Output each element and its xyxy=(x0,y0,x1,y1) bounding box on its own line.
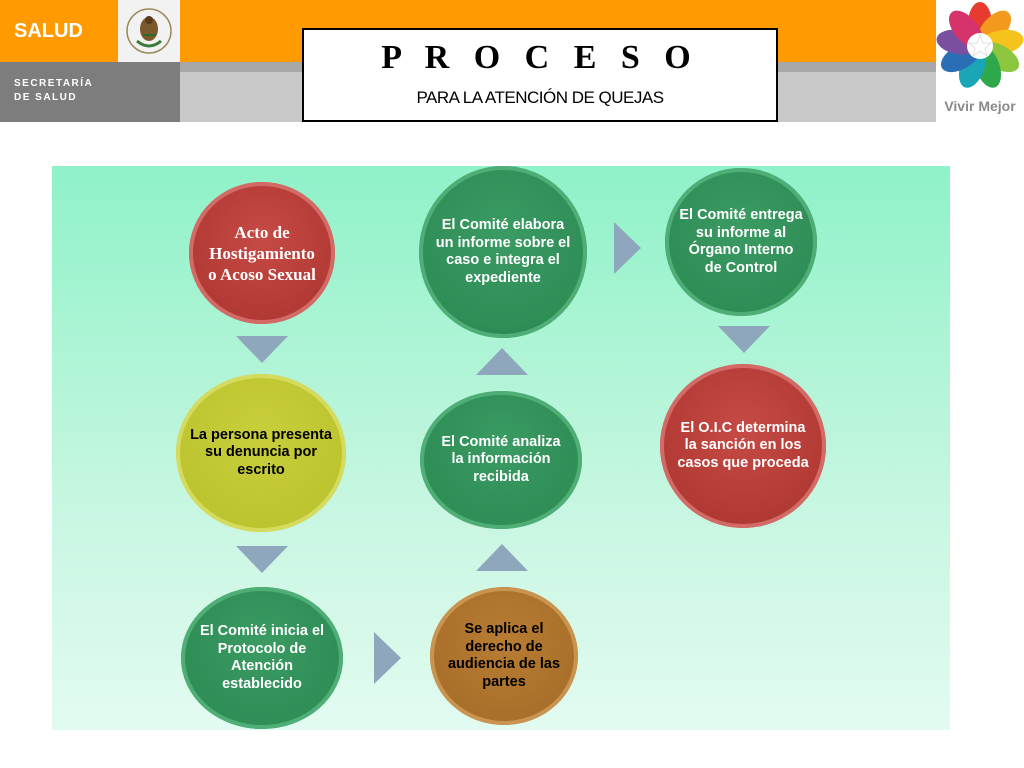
step-8-circle: El O.I.C determina la sanción en los cas… xyxy=(660,364,826,528)
mexican-coat-of-arms-icon xyxy=(118,0,180,62)
salud-logo: SALUD SECRETARÍA DE SALUD xyxy=(0,0,180,122)
process-diagram: Acto de Hostigamiento o Acoso Sexual La … xyxy=(52,166,950,730)
arrow-right-icon xyxy=(614,222,641,274)
step-4-circle: Se aplica el derecho de audiencia de las… xyxy=(430,587,578,725)
step-7-circle: El Comité entrega su informe al Órgano I… xyxy=(665,168,817,316)
step-2-text: La persona presenta su denuncia por escr… xyxy=(190,426,332,478)
step-8-text: El O.I.C determina la sanción en los cas… xyxy=(677,419,809,471)
vivir-mejor-logo: Vivir Mejor xyxy=(936,0,1024,122)
step-5-text: El Comité analiza la información recibid… xyxy=(441,433,561,485)
salud-brand: SALUD xyxy=(0,0,118,62)
step-5-circle: El Comité analiza la información recibid… xyxy=(420,391,582,529)
step-7-text: El Comité entrega su informe al Órgano I… xyxy=(679,207,803,276)
agency-line2: DE SALUD xyxy=(14,92,78,103)
step-3-text: El Comité inicia el Protocolo de Atenció… xyxy=(199,623,325,692)
step-1-circle: Acto de Hostigamiento o Acoso Sexual xyxy=(189,182,335,324)
step-4-text: Se aplica el derecho de audiencia de las… xyxy=(447,621,561,690)
page-title: P R O C E S O xyxy=(381,39,699,76)
step-6-circle: El Comité elabora un informe sobre el ca… xyxy=(419,166,587,338)
arrow-down-icon xyxy=(236,336,288,363)
arrow-up-icon xyxy=(476,544,528,571)
vivir-mejor-text: Vivir Mejor xyxy=(944,98,1016,114)
secretaria-de-salud-label: SECRETARÍA DE SALUD xyxy=(0,62,180,122)
arrow-up-icon xyxy=(476,348,528,375)
arrow-down-icon xyxy=(718,326,770,353)
agency-line1: SECRETARÍA xyxy=(14,78,94,89)
step-2-circle: La persona presenta su denuncia por escr… xyxy=(176,374,346,532)
page-subtitle: PARA LA ATENCIÓN DE QUEJAS xyxy=(416,88,664,107)
step-3-circle: El Comité inicia el Protocolo de Atenció… xyxy=(181,587,343,729)
vivir-mejor-flower-icon xyxy=(936,2,1024,88)
title-box: P R O C E S O PARA LA ATENCIÓN DE QUEJAS xyxy=(302,28,778,122)
arrow-right-icon xyxy=(374,632,401,684)
step-1-text: Acto de Hostigamiento o Acoso Sexual xyxy=(208,222,316,284)
arrow-down-icon xyxy=(236,546,288,573)
step-6-text: El Comité elabora un informe sobre el ca… xyxy=(435,217,571,286)
